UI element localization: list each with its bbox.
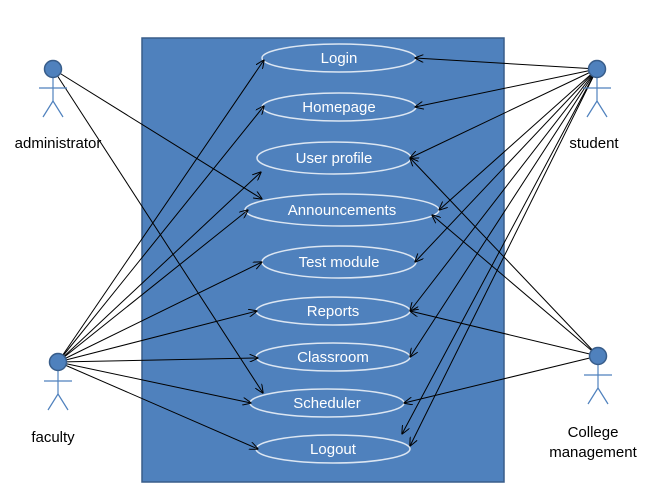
- association-student-reports: [410, 68, 598, 311]
- use-case-label: Scheduler: [293, 395, 361, 412]
- association-faculty-login: [57, 60, 264, 363]
- association-college-management-announcements: [432, 215, 599, 357]
- association-student-user-profile: [410, 68, 598, 158]
- use-case-label: Announcements: [288, 202, 396, 219]
- association-faculty-classroom: [57, 358, 258, 363]
- use-case-logout: Logout: [255, 434, 411, 464]
- use-case-classroom: Classroom: [255, 342, 411, 372]
- actor-label: student: [569, 135, 619, 152]
- use-case-label: Login: [321, 50, 358, 67]
- association-faculty-scheduler: [57, 361, 251, 403]
- use-case-label: Classroom: [297, 349, 369, 366]
- association-faculty-announcements: [57, 210, 248, 363]
- association-student-announcements: [439, 68, 598, 210]
- actor-administrator: administrator: [15, 59, 102, 152]
- association-administrator-scheduler: [52, 68, 263, 393]
- actor-label: College: [568, 424, 619, 441]
- use-case-test-module: Test module: [261, 245, 417, 279]
- stick-figure-icon: [583, 59, 611, 118]
- actor-student: student: [569, 59, 619, 152]
- use-case-homepage: Homepage: [261, 92, 417, 122]
- association-faculty-reports: [57, 311, 257, 363]
- association-college-management-reports: [410, 311, 599, 357]
- actor-college-management: College management: [549, 346, 638, 461]
- use-case-label: Test module: [299, 254, 380, 271]
- actor-label: administrator: [15, 135, 102, 152]
- use-case-announcements: Announcements: [244, 193, 440, 227]
- association-student-scheduler: [402, 68, 598, 434]
- association-faculty-user-profile: [57, 172, 261, 363]
- use-case-user-profile: User profile: [256, 141, 412, 175]
- association-college-management-scheduler: [404, 355, 599, 403]
- association-layer: [52, 58, 599, 449]
- association-administrator-announcements: [52, 68, 262, 199]
- association-student-logout: [410, 68, 598, 446]
- association-student-classroom: [410, 68, 598, 357]
- use-case-login: Login: [261, 43, 417, 73]
- use-case-label: Homepage: [302, 99, 375, 116]
- actor-label: management: [549, 444, 637, 461]
- use-case-label: User profile: [296, 150, 373, 167]
- association-student-test-module: [415, 68, 598, 262]
- use-case-label: Logout: [310, 441, 357, 458]
- actor-label: faculty: [31, 429, 75, 446]
- use-case-scheduler: Scheduler: [249, 388, 405, 418]
- association-student-homepage: [415, 68, 598, 107]
- association-faculty-homepage: [57, 106, 264, 363]
- stick-figure-icon: [39, 59, 67, 118]
- stick-figure-icon: [584, 346, 612, 405]
- stick-figure-icon: [44, 352, 72, 411]
- association-faculty-logout: [57, 361, 258, 449]
- association-college-management-user-profile: [410, 158, 599, 357]
- association-faculty-test-module: [57, 262, 262, 363]
- actor-faculty: faculty: [31, 352, 75, 446]
- use-case-reports: Reports: [255, 296, 411, 326]
- use-case-label: Reports: [307, 303, 360, 320]
- association-student-login: [415, 58, 598, 70]
